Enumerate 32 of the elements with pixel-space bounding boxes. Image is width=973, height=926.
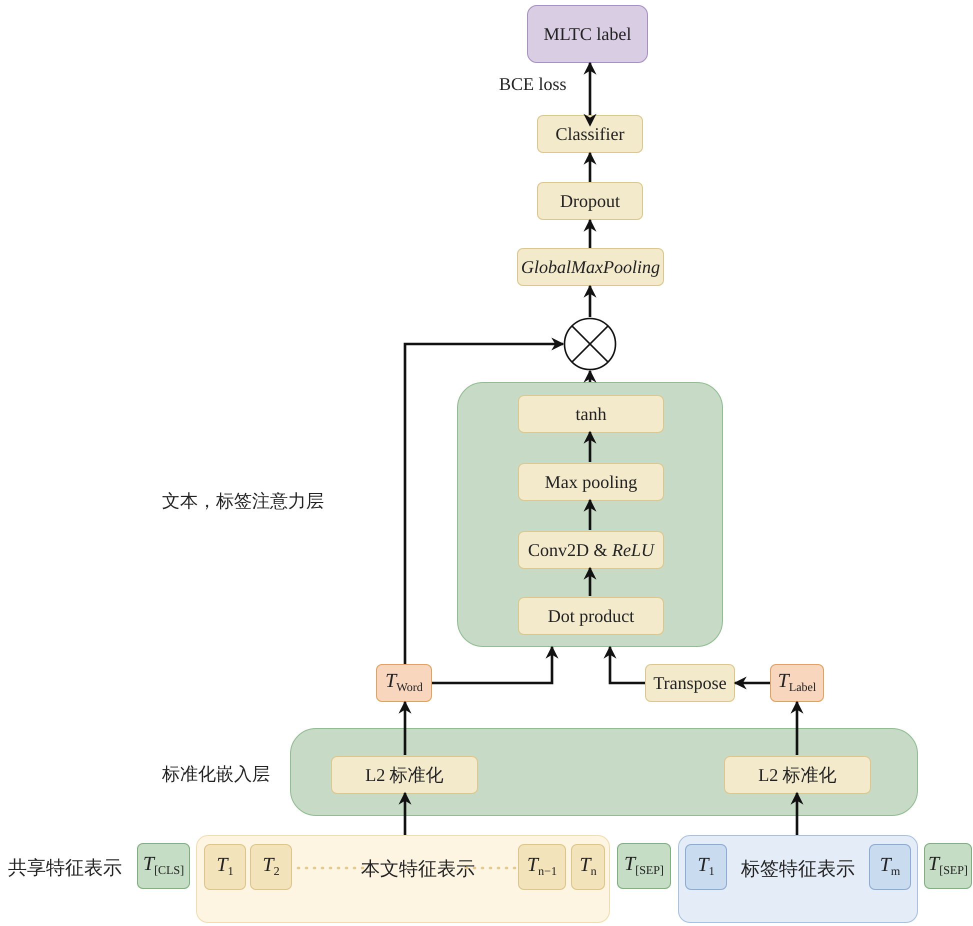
layer-title: 标准化嵌入层 [162,763,270,786]
multiply-operator [563,317,617,371]
label-feature-band [678,835,918,923]
band-label: 标签特征表示 [741,858,855,882]
process-box: L2 标准化 [724,756,871,794]
token-box: T$_{n−1}$ [518,844,566,890]
token-box: T$_{m}$ [869,844,911,890]
process-box: L2 标准化 [331,756,478,794]
process-box: Dot product [518,597,664,635]
output-box: MLTC label [527,5,648,63]
token-box: T$_{1}$ [204,844,246,890]
token-box: T$_{[CLS]}$ [137,843,190,889]
token-box: T$_{n}$ [571,844,605,890]
token-box: T$_{[SEP]}$ [924,843,972,889]
vector-box: T$_{Label}$ [770,664,824,702]
layer-panel [290,728,918,816]
process-box: tanh [518,395,664,433]
process-box: Transpose [645,664,735,702]
token-box: T$_{[SEP]}$ [617,843,671,889]
process-box: Conv2D & ReLU [518,531,664,569]
token-box: T$_{1}$ [685,844,727,890]
vector-box: T$_{Word}$ [376,664,432,702]
process-box: Dropout [537,182,643,220]
text-feature-band [196,835,610,923]
layer-title: 文本，标签注意力层 [162,490,324,513]
process-box: GlobalMaxPooling [517,248,664,286]
layer-panel [457,382,723,647]
process-box: Max pooling [518,463,664,501]
band-label: 本文特征表示 [361,858,475,882]
token-box: T$_{2}$ [250,844,292,890]
process-box: Classifier [537,115,643,153]
row-label: 共享特征表示 [8,857,122,881]
